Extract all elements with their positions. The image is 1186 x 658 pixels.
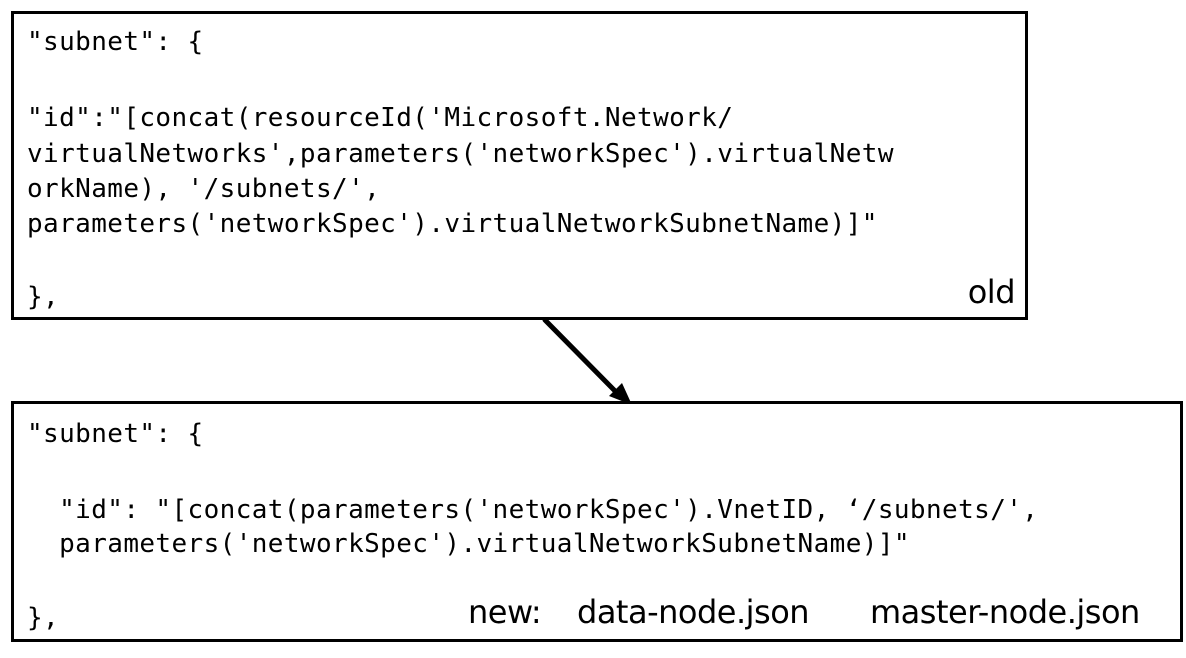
code-line: "subnet": { [27,419,204,449]
old-label: old [967,273,1016,311]
file-name-master-node: master-node.json [870,593,1140,631]
code-line: virtualNetworks',parameters('networkSpec… [27,139,894,169]
new-code-box: "subnet": { "id": "[concat(parameters('n… [11,401,1183,642]
code-line: parameters('networkSpec').virtualNetwork… [27,209,878,239]
code-line: "id":"[concat(resourceId('Microsoft.Netw… [27,103,734,133]
code-line: }, [27,282,60,312]
code-line: parameters('networkSpec').virtualNetwork… [27,529,910,559]
code-line: "id": "[concat(parameters('networkSpec')… [27,495,1039,525]
code-line: }, [27,603,60,633]
old-code-box: "subnet": { "id":"[concat(resourceId('Mi… [11,11,1028,320]
file-name-data-node: data-node.json [577,593,810,631]
new-label: new: [468,593,542,631]
code-line: orkName), '/subnets/', [27,174,381,204]
code-line: "subnet": { [27,27,204,57]
